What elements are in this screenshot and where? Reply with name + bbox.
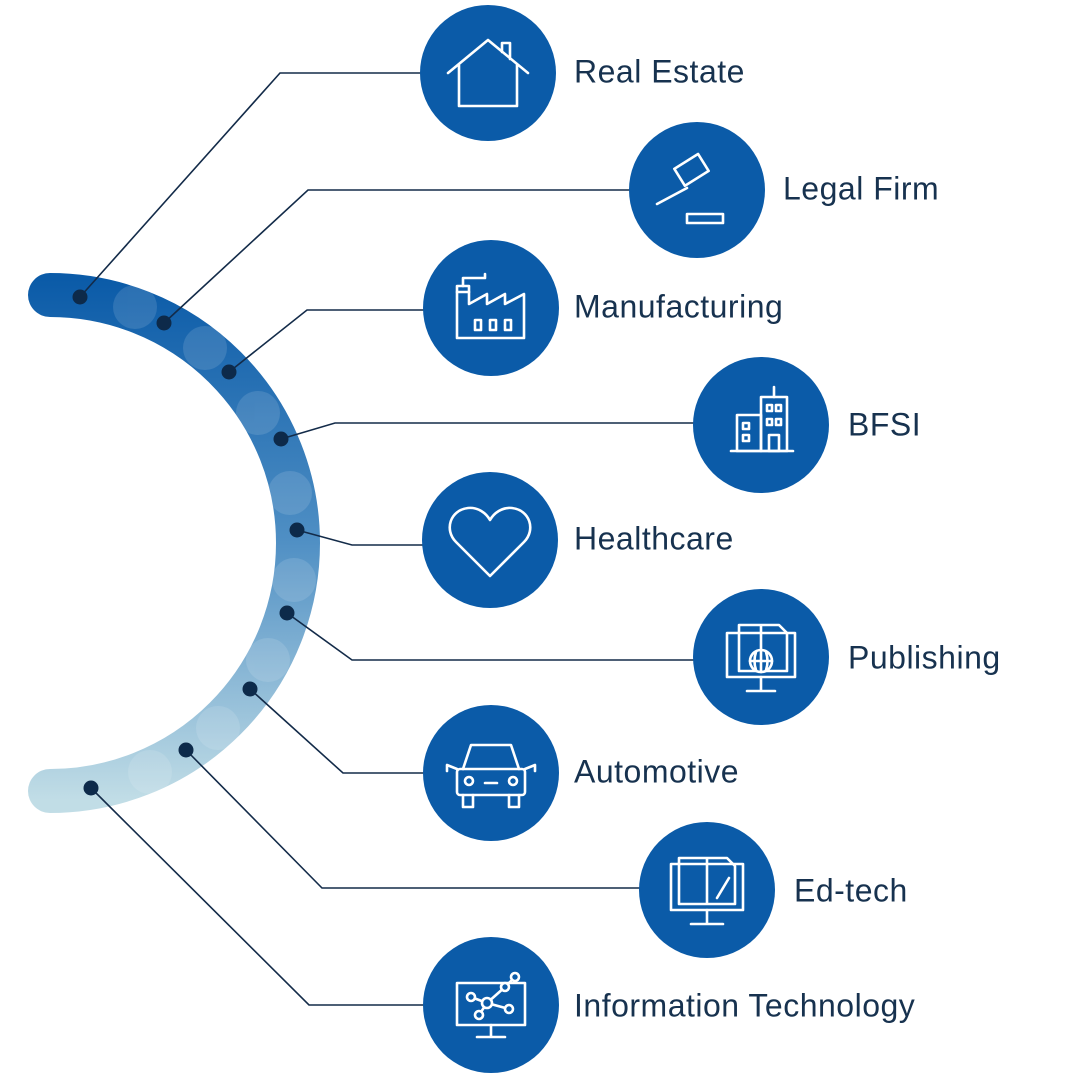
arc-dot: [83, 780, 99, 796]
item-automotive: Automotive: [423, 705, 739, 841]
arc-dot: [178, 742, 194, 758]
icon-circle: [420, 5, 556, 141]
house-icon: [446, 38, 530, 108]
factory-icon: [455, 272, 526, 340]
item-information-technology: Information Technology: [423, 937, 915, 1073]
network-monitor-icon: [455, 971, 527, 1039]
heart-icon: [448, 506, 532, 578]
item-publishing: Publishing: [693, 589, 1001, 725]
item-label: Legal Firm: [783, 170, 939, 206]
connector-real-estate: [79, 72, 422, 298]
connector-healthcare: [296, 529, 424, 546]
item-healthcare: Healthcare: [422, 472, 734, 608]
connector-legal-firm: [163, 189, 630, 324]
item-legal-firm: Legal Firm: [629, 122, 939, 258]
connector-ed-tech: [185, 749, 640, 889]
item-label: Ed-tech: [794, 872, 908, 908]
connector-automotive: [249, 688, 424, 774]
icon-circle: [422, 472, 558, 608]
icon-circle: [423, 705, 559, 841]
gavel-icon: [655, 152, 725, 225]
arc-dot: [273, 431, 289, 447]
item-ed-tech: Ed-tech: [639, 822, 908, 958]
ebook-monitor-icon: [669, 856, 745, 926]
item-bfsi: BFSI: [693, 357, 921, 493]
connector-lines: [79, 72, 695, 1006]
item-label: Manufacturing: [574, 288, 783, 324]
connector-bfsi: [280, 422, 695, 440]
arc-highlights: [113, 285, 316, 794]
item-label: Automotive: [574, 753, 739, 789]
arc-dot: [289, 522, 305, 538]
semicircle-arc: [28, 273, 320, 813]
item-label: Real Estate: [574, 53, 745, 89]
bank-building-icon: [729, 385, 795, 453]
arc-dot: [279, 605, 295, 621]
arc-dot: [242, 681, 258, 697]
item-manufacturing: Manufacturing: [423, 240, 783, 376]
arc-dot: [72, 289, 88, 305]
connector-manufacturing: [228, 309, 424, 373]
item-label: BFSI: [848, 406, 921, 442]
item-label: Information Technology: [574, 987, 915, 1023]
connector-publishing: [286, 612, 695, 661]
arc-dots: [72, 289, 305, 796]
arc-dot: [221, 364, 237, 380]
book-globe-monitor-icon: [725, 623, 797, 693]
item-label: Healthcare: [574, 520, 734, 556]
arc-dot: [156, 315, 172, 331]
icon-circle: [629, 122, 765, 258]
item-real-estate: Real Estate: [420, 5, 745, 141]
item-label: Publishing: [848, 639, 1001, 675]
car-icon: [445, 743, 537, 809]
icon-circle: [423, 240, 559, 376]
connector-information-technology: [90, 787, 424, 1006]
